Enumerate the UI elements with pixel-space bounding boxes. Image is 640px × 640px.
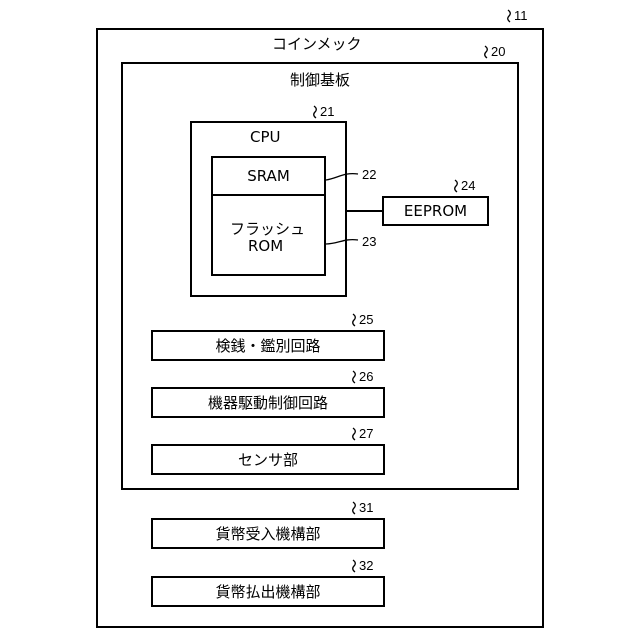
leader-23 bbox=[326, 240, 358, 244]
ref-24: 24 bbox=[461, 178, 475, 193]
ref-32: 32 bbox=[359, 558, 373, 573]
ref-20: 20 bbox=[491, 44, 505, 59]
squiggle-32 bbox=[353, 560, 356, 572]
squiggle-27 bbox=[353, 428, 356, 440]
ref-11: 11 bbox=[514, 8, 528, 23]
ref-26: 26 bbox=[359, 369, 373, 384]
ref-23: 23 bbox=[362, 234, 376, 249]
ref-27: 27 bbox=[359, 426, 373, 441]
ref-31: 31 bbox=[359, 500, 373, 515]
ref-21: 21 bbox=[320, 104, 334, 119]
squiggle-25 bbox=[353, 314, 356, 326]
squiggle-21 bbox=[314, 106, 317, 118]
squiggle-24 bbox=[455, 180, 458, 192]
leader-22 bbox=[326, 174, 358, 180]
squiggle-31 bbox=[353, 502, 356, 514]
ref-22: 22 bbox=[362, 167, 376, 182]
squiggle-20 bbox=[485, 46, 488, 58]
squiggle-11 bbox=[508, 10, 511, 22]
squiggle-26 bbox=[353, 371, 356, 383]
ref-25: 25 bbox=[359, 312, 373, 327]
